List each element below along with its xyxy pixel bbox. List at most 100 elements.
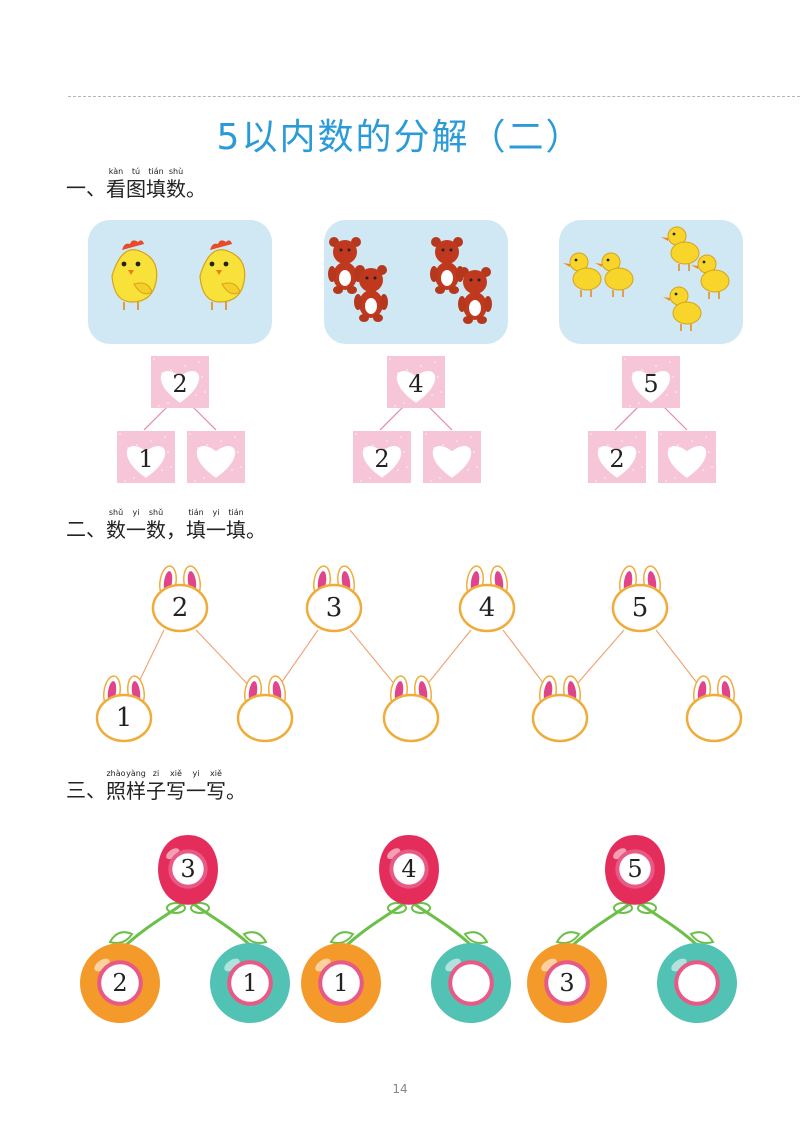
- duck-legs: [612, 290, 624, 297]
- heart-box-dot: [660, 433, 662, 435]
- heart-box-dot: [624, 358, 626, 360]
- heart-box-dot: [467, 469, 469, 471]
- bear-foot: [435, 286, 445, 294]
- bear-belly: [469, 300, 481, 316]
- bunny-face: [531, 693, 589, 743]
- number-label: 5: [643, 370, 658, 398]
- number-label: 5: [627, 855, 642, 883]
- bunny-face: [685, 693, 743, 743]
- bear-belly: [365, 298, 377, 314]
- bear-belly: [339, 270, 351, 286]
- duck-icon: [663, 286, 702, 331]
- number-label: 1: [242, 969, 257, 997]
- vine: [634, 898, 699, 947]
- berry-shine: [315, 958, 331, 972]
- heart-box-dot: [394, 405, 396, 407]
- bear-eye: [365, 276, 369, 280]
- berry-shine: [224, 958, 240, 972]
- heart-box-dot: [590, 433, 592, 435]
- heart-box-dot: [702, 469, 704, 471]
- heart-box-dot: [456, 440, 458, 442]
- vine-loop: [411, 902, 431, 914]
- vine: [345, 898, 410, 947]
- pinyin-label: shǔ: [108, 508, 124, 517]
- bear-arm: [430, 266, 438, 282]
- heart-icon: [196, 445, 236, 478]
- duck-beak: [595, 263, 602, 267]
- heart-box-dot: [708, 451, 710, 453]
- heart-box-dot: [124, 480, 126, 482]
- heart-box-dot: [397, 469, 399, 471]
- number-label: 5: [632, 593, 649, 623]
- berry-top: 5: [605, 835, 665, 905]
- bunny-box: [685, 675, 743, 743]
- pinyin-label: tián: [228, 508, 244, 517]
- heart-icon: [396, 370, 436, 403]
- page-number: 14: [392, 1082, 408, 1096]
- berry-shine: [387, 848, 401, 860]
- hanzi-label: 样: [126, 779, 146, 803]
- number-label: 3: [180, 855, 195, 883]
- vine: [187, 898, 252, 947]
- duck-eye: [674, 292, 678, 296]
- berry-ring: [97, 960, 143, 1006]
- heart-box-dot: [473, 451, 475, 453]
- bear-eye: [347, 248, 351, 252]
- bunny-face: [151, 583, 209, 633]
- leaf: [689, 931, 715, 944]
- duck-beak: [661, 237, 668, 241]
- hanzi-label: 填: [146, 177, 166, 201]
- heart-box: 2: [353, 431, 411, 483]
- heart-box-dot: [170, 466, 172, 468]
- berry-top: 3: [158, 835, 218, 905]
- bear-arm: [380, 294, 388, 310]
- heart-icon: [597, 445, 637, 478]
- duck-beak: [691, 265, 698, 269]
- pinyin-label: xiě: [170, 769, 182, 778]
- picture-group: 52: [559, 220, 743, 483]
- heart-box-dot: [204, 391, 206, 393]
- berry-bottom: 3: [527, 943, 607, 1023]
- duck-eye: [606, 258, 610, 262]
- heart-box-dot: [164, 436, 166, 438]
- picture-group: 21: [88, 220, 272, 483]
- berry-group: 53: [527, 835, 737, 1023]
- leaf: [108, 931, 134, 944]
- hanzi-label: 看: [106, 177, 126, 201]
- number-label: 2: [172, 370, 187, 398]
- connector-line: [349, 629, 402, 693]
- bear-head: [435, 240, 459, 264]
- heart-box: 2: [588, 431, 646, 483]
- chick-legs: [211, 302, 227, 310]
- bunny-box: 2: [151, 565, 209, 633]
- heart-box-dot: [158, 405, 160, 407]
- heart-box-dot: [672, 376, 674, 378]
- connector-line: [143, 403, 171, 431]
- bear-arm: [484, 296, 492, 312]
- duck-legs: [580, 290, 592, 297]
- leaf: [329, 931, 355, 944]
- heart-icon: [631, 370, 671, 403]
- heart-box: 4: [387, 356, 445, 408]
- pinyin-label: zhào: [106, 769, 126, 778]
- number-label: 3: [326, 593, 343, 623]
- heart-box-dot: [440, 391, 442, 393]
- bear-foot: [463, 316, 473, 324]
- hanzi-label: 子: [146, 779, 166, 803]
- pinyin-label: tián: [188, 508, 204, 517]
- bear-foot: [333, 286, 343, 294]
- number-label: 4: [401, 855, 416, 883]
- duck-icon: [563, 252, 602, 297]
- heart-box-dot: [167, 451, 169, 453]
- vine: [408, 898, 473, 947]
